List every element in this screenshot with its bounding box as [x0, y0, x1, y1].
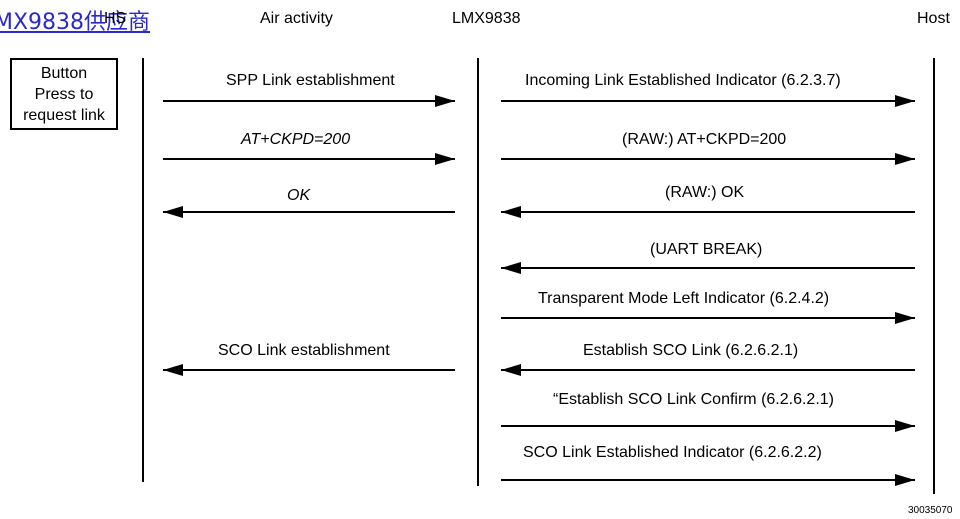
- left-msg-at-ckpd: AT+CKPD=200: [241, 131, 351, 148]
- lane-header-air: Air activity: [260, 10, 333, 27]
- left-msg-sco-link: SCO Link establishment: [218, 342, 390, 359]
- figure-number: 30035070: [908, 505, 953, 516]
- right-msg-uart-break: (UART BREAK): [650, 241, 763, 258]
- button-box-line1: Button: [40, 65, 88, 82]
- button-box-line2: Press to: [34, 86, 94, 103]
- lane-header-host: Host: [917, 10, 950, 27]
- source-link[interactable]: MX9838供应商: [0, 10, 151, 35]
- lane-header-lmx: LMX9838: [452, 10, 521, 27]
- right-msg-transparent-mode: Transparent Mode Left Indicator (6.2.4.2…: [538, 290, 830, 307]
- right-msg-raw-ok: (RAW:) OK: [665, 184, 745, 201]
- left-msg-spp-link: SPP Link establishment: [226, 72, 395, 89]
- right-msg-sco-confirm: “Establish SCO Link Confirm (6.2.6.2.1): [553, 391, 834, 408]
- button-box-line3: request link: [23, 107, 105, 124]
- right-msg-raw-at-ckpd: (RAW:) AT+CKPD=200: [622, 131, 787, 148]
- right-msg-incoming-link: Incoming Link Established Indicator (6.2…: [525, 72, 841, 89]
- button-box: Button Press to request link: [10, 58, 118, 130]
- right-msg-sco-established: SCO Link Established Indicator (6.2.6.2.…: [523, 444, 822, 461]
- lane-header-hs: HS: [104, 10, 127, 27]
- left-msg-ok: OK: [287, 187, 311, 204]
- right-msg-establish-sco: Establish SCO Link (6.2.6.2.1): [583, 342, 799, 359]
